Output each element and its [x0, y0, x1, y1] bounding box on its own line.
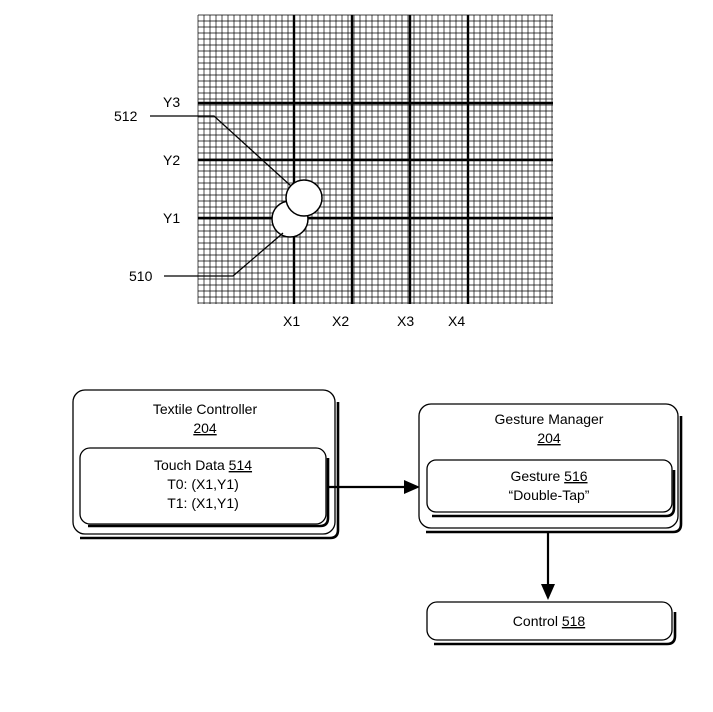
- textile-controller-ref: 204: [193, 420, 217, 436]
- svg-text:Control 518: Control 518: [513, 613, 586, 629]
- svg-text:Gesture 516: Gesture 516: [510, 468, 587, 484]
- gesture-manager-title: Gesture Manager: [495, 411, 604, 427]
- arrow-to-gesture-manager: [328, 480, 420, 494]
- conductive-lines: [198, 15, 553, 304]
- control-box: Control 518: [426, 601, 677, 646]
- callout-510: 510: [129, 268, 153, 284]
- gesture-box: Gesture 516 “Double-Tap”: [426, 459, 676, 518]
- touch-data-line-t1: T1: (X1,Y1): [167, 495, 239, 511]
- column-label-x1: X1: [283, 313, 300, 329]
- row-label-y3: Y3: [163, 94, 180, 110]
- textile-controller-box: Textile Controller 204 Touch Data 514 T0…: [72, 389, 340, 540]
- touch-data-label: Touch Data: [154, 457, 225, 473]
- control-label: Control: [513, 613, 558, 629]
- row-label-y2: Y2: [163, 152, 180, 168]
- gesture-ref: 516: [564, 468, 588, 484]
- callout-510-leader: [164, 232, 284, 277]
- touch-data-ref: 514: [229, 457, 253, 473]
- row-label-y1: Y1: [163, 210, 180, 226]
- gesture-value: “Double-Tap”: [509, 487, 590, 503]
- gesture-label: Gesture: [510, 468, 560, 484]
- gesture-manager-box: Gesture Manager 204 Gesture 516 “Double-…: [418, 403, 683, 534]
- control-ref: 518: [562, 613, 586, 629]
- column-label-x2: X2: [332, 313, 349, 329]
- textile-grid: [150, 14, 553, 304]
- callout-512-leader: [150, 115, 292, 187]
- column-label-x4: X4: [448, 313, 465, 329]
- second-touch-circle: [285, 179, 323, 217]
- touch-data-line-t0: T0: (X1,Y1): [167, 476, 239, 492]
- svg-text:Touch Data 5: Touch Data 514: [154, 457, 252, 473]
- arrow-to-control: [541, 532, 555, 600]
- textile-controller-title: Textile Controller: [153, 401, 258, 417]
- column-label-x3: X3: [397, 313, 414, 329]
- touch-data-box: Touch Data 514 T0: (X1,Y1) T1: (X1,Y1): [79, 447, 330, 528]
- gesture-manager-ref: 204: [537, 430, 561, 446]
- callout-512: 512: [114, 108, 138, 124]
